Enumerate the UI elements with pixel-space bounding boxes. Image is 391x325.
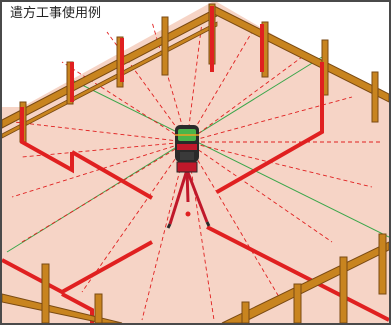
laser-level-icon [175, 125, 199, 162]
tripod-icon [166, 161, 211, 229]
laser-ray [186, 21, 203, 143]
laser-ray [186, 141, 373, 188]
laser-ray [13, 121, 188, 143]
wooden-stake [371, 71, 379, 123]
wooden-stake [293, 283, 302, 323]
wooden-stake [378, 233, 387, 295]
laser-floor-line [216, 62, 324, 194]
wooden-stake [241, 301, 250, 323]
construction-scene [2, 2, 389, 323]
laser-ray [186, 56, 303, 143]
laser-floor-line [71, 150, 153, 200]
caption-label: 遣方工事使用例 [8, 5, 105, 23]
laser-floor-line [2, 240, 153, 295]
wooden-stake [94, 293, 103, 323]
wooden-stake [41, 263, 50, 323]
laser-ray [61, 61, 188, 143]
laser-ray [186, 31, 253, 143]
wooden-stake [339, 256, 348, 323]
laser-floor-line [206, 225, 389, 322]
laser-ray [81, 141, 188, 293]
laser-floor-lines [2, 6, 389, 323]
batter-board-front-left [2, 293, 123, 323]
laser-ray [186, 141, 333, 243]
green-guide-line [71, 79, 389, 238]
laser-ray [186, 96, 353, 143]
laser-ray [186, 141, 283, 303]
wooden-stake [161, 16, 169, 76]
laser-floor-line [20, 107, 74, 174]
background-top-left [2, 2, 212, 107]
wooden-stakes-front [41, 233, 387, 323]
